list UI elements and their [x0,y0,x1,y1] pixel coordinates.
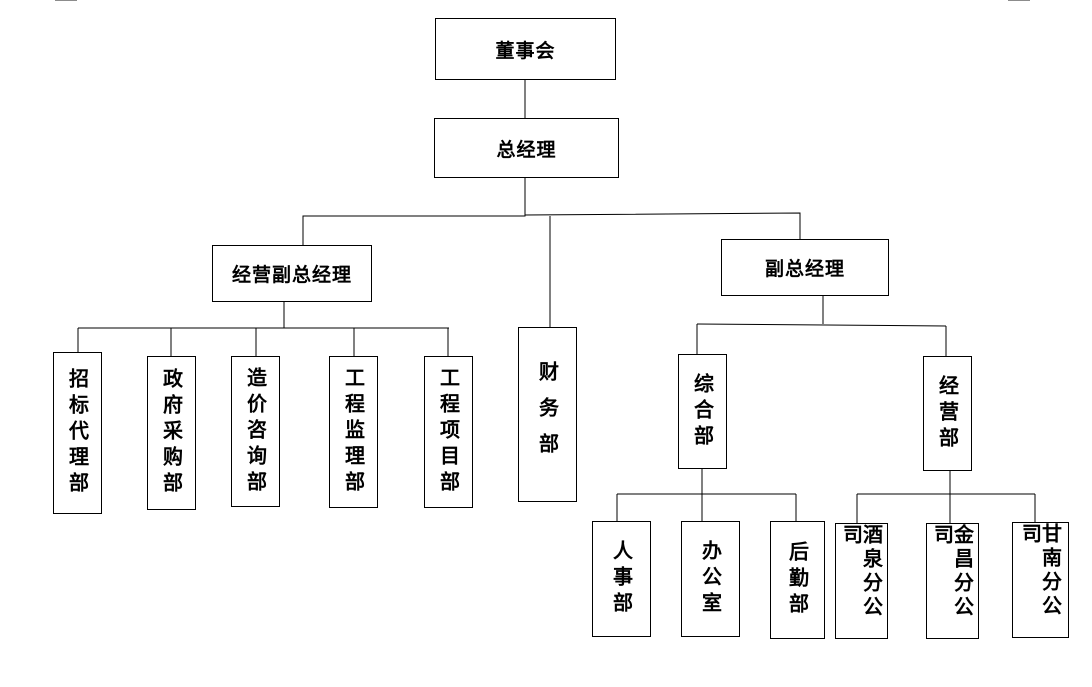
node-business-operations: 经营部 [923,356,972,471]
node-engineering-supervision: 工程监理部 [329,356,378,508]
node-government-procurement: 政府采购部 [147,356,196,510]
connector-main-bus [302,212,801,245]
node-gannan-branch: 甘南分公司 [1012,522,1069,638]
node-general-manager: 总经理 [434,118,619,178]
node-engineering-project: 工程项目部 [424,356,473,508]
node-human-resources: 人事部 [592,521,651,637]
node-general-affairs: 综合部 [678,354,727,469]
page-corner-mark-right [1008,0,1030,1]
node-board: 董事会 [435,18,616,80]
page-corner-mark-left [55,0,77,1]
node-deputy-gm: 副总经理 [721,239,889,296]
node-business-deputy-gm: 经营副总经理 [212,245,372,302]
node-office: 办公室 [681,521,740,637]
node-logistics: 后勤部 [770,521,825,639]
node-jiuquan-branch: 酒泉分公司 [835,523,888,639]
connector-dgm-bus [696,323,947,327]
node-cost-consulting: 造价咨询部 [231,356,280,507]
node-jinchang-branch: 金昌分公司 [926,523,979,639]
node-bidding-agency: 招标代理部 [53,352,102,514]
node-finance: 财务部 [518,327,577,502]
